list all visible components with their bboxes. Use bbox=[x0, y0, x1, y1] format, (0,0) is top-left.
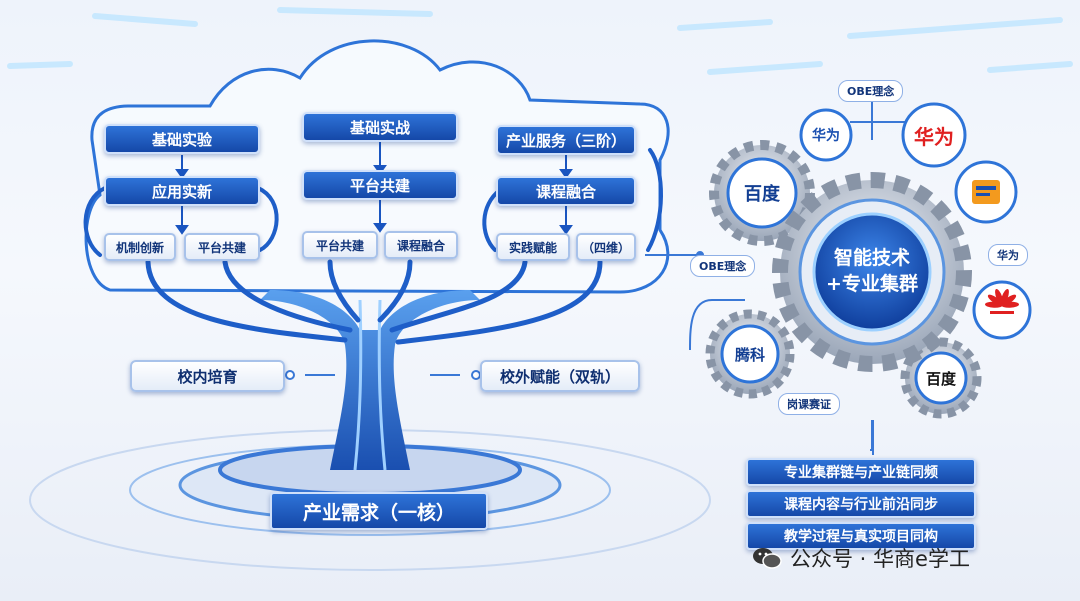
node-course-fusion-sub: 课程融合 bbox=[384, 231, 458, 259]
node-mechanism-innovation: 机制创新 bbox=[104, 233, 176, 261]
huawei-flower-icon bbox=[985, 288, 1019, 314]
ceiling-lights bbox=[7, 7, 1073, 75]
label-industry-demand: 产业需求（一核） bbox=[270, 492, 488, 530]
tag-gangke-saizheng: 岗课赛证 bbox=[778, 393, 840, 415]
node-platform-build-center: 平台共建 bbox=[302, 170, 458, 200]
tag-huawei-right: 华为 bbox=[988, 244, 1028, 266]
node-course-fusion: 课程融合 bbox=[496, 176, 636, 206]
gear-label-baidu-right: 百度 bbox=[925, 369, 956, 388]
gear-label-tengke: 腾科 bbox=[734, 345, 765, 364]
gear-tengke bbox=[705, 309, 795, 399]
gear-label-huawei-blue: 华为 bbox=[812, 128, 840, 144]
label-outer-empowerment: 校外赋能（双轨） bbox=[480, 360, 640, 392]
tree-branches bbox=[145, 259, 603, 345]
bullet-item-1: 专业集群链与产业链同频 bbox=[746, 458, 976, 486]
watermark: 公众号 · 华商e学工 bbox=[752, 543, 970, 573]
wechat-icon bbox=[753, 548, 782, 569]
tag-obe-left: OBE理念 bbox=[690, 255, 756, 277]
node-four-dimensions: （四维） bbox=[576, 233, 636, 261]
gear-baidu-left bbox=[709, 140, 815, 246]
center-gear-line2: +专业集群 bbox=[826, 273, 918, 295]
label-inner-cultivation: 校内培育 bbox=[130, 360, 285, 392]
node-basic-practice: 基础实战 bbox=[302, 112, 458, 142]
node-basic-experiment: 基础实验 bbox=[104, 124, 260, 154]
gear-label-huawei-red: 华为 bbox=[914, 124, 954, 149]
bullet-item-2: 课程内容与行业前沿同步 bbox=[746, 490, 976, 518]
node-platform-build-left: 平台共建 bbox=[184, 233, 260, 261]
watermark-text: 公众号 · 华商e学工 bbox=[790, 547, 970, 571]
gear-label-baidu-left: 百度 bbox=[744, 184, 780, 205]
gear-center bbox=[772, 172, 972, 372]
node-industry-service: 产业服务（三阶） bbox=[496, 125, 636, 155]
tag-obe-top: OBE理念 bbox=[838, 80, 904, 102]
node-platform-build-sub: 平台共建 bbox=[302, 231, 378, 259]
center-gear-title: 智能技术 +专业集群 bbox=[818, 236, 926, 306]
center-gear-line1: 智能技术 bbox=[833, 247, 910, 269]
tree-trunk bbox=[260, 290, 480, 471]
node-practice-empower: 实践赋能 bbox=[496, 233, 570, 261]
flow-arrows bbox=[175, 141, 573, 235]
node-application-innovation: 应用实新 bbox=[104, 176, 260, 206]
company-logo-icon bbox=[972, 180, 1000, 204]
bullet-item-3: 教学过程与真实项目同构 bbox=[746, 522, 976, 550]
